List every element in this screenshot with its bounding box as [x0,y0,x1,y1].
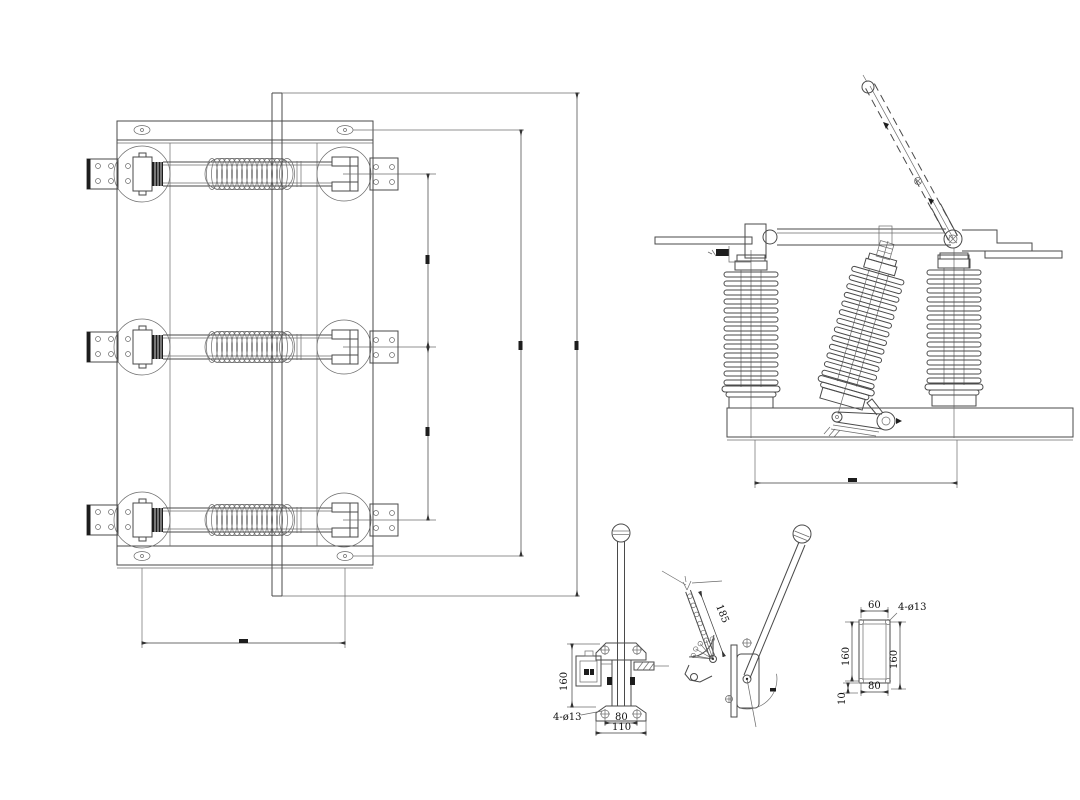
plan-view [86,92,580,648]
plan-dimensions [141,92,580,648]
side-view [654,74,1074,488]
rotating-insulator [812,240,912,413]
dim-text-illegible [425,255,430,264]
dim-hole-callout: 4-ø13 [898,602,927,613]
crank-mechanism [823,398,902,438]
plan-frame [116,120,374,569]
bracket-detail: 60 4-ø13 160 160 80 10 [837,600,927,705]
dim-height-left: 160 [841,647,852,666]
bracket-dimensions: 60 4-ø13 160 160 80 10 [837,600,927,705]
dim-text-illegible [425,427,430,436]
dim-text-illegible [574,341,579,350]
handle-knob [611,523,631,543]
pivot-end-right [937,229,1063,269]
dim-text-illegible [848,478,857,482]
handle-front-dimensions: 160 4-ø13 80 110 [553,643,647,736]
dim-height: 160 [559,672,570,691]
side-view-dimension [754,440,958,488]
dim-rod-length: 185 [713,603,730,625]
dim-top-hole-spacing: 60 [868,600,881,611]
bearing-box [575,650,612,687]
handle-front-view: 160 4-ø13 80 110 [553,523,669,736]
dim-hole-spacing: 80 [615,712,628,723]
handle-side-view: 185 [661,524,812,728]
dim-base-width: 110 [612,722,631,733]
dim-text-illegible [518,341,523,350]
sector-plate [684,634,717,683]
dim-text-illegible [770,688,776,692]
dim-edge-offset: 10 [837,692,848,705]
swing-arc [739,673,778,710]
dim-hole-callout: 4-ø13 [553,712,582,723]
dim-height-right: 160 [889,650,900,669]
dim-text-illegible [239,639,248,643]
switch-blade-closed [777,225,951,246]
switch-blade-open-dashed [861,74,958,241]
handle-knob-side [792,524,812,544]
mounting-slot-holes [133,125,354,561]
dim-bottom-hole-spacing: 80 [868,681,881,692]
hinge-end-left [654,223,778,263]
drive-shaft [271,92,283,597]
base-channel [726,407,1074,441]
output-shaft [633,661,669,671]
